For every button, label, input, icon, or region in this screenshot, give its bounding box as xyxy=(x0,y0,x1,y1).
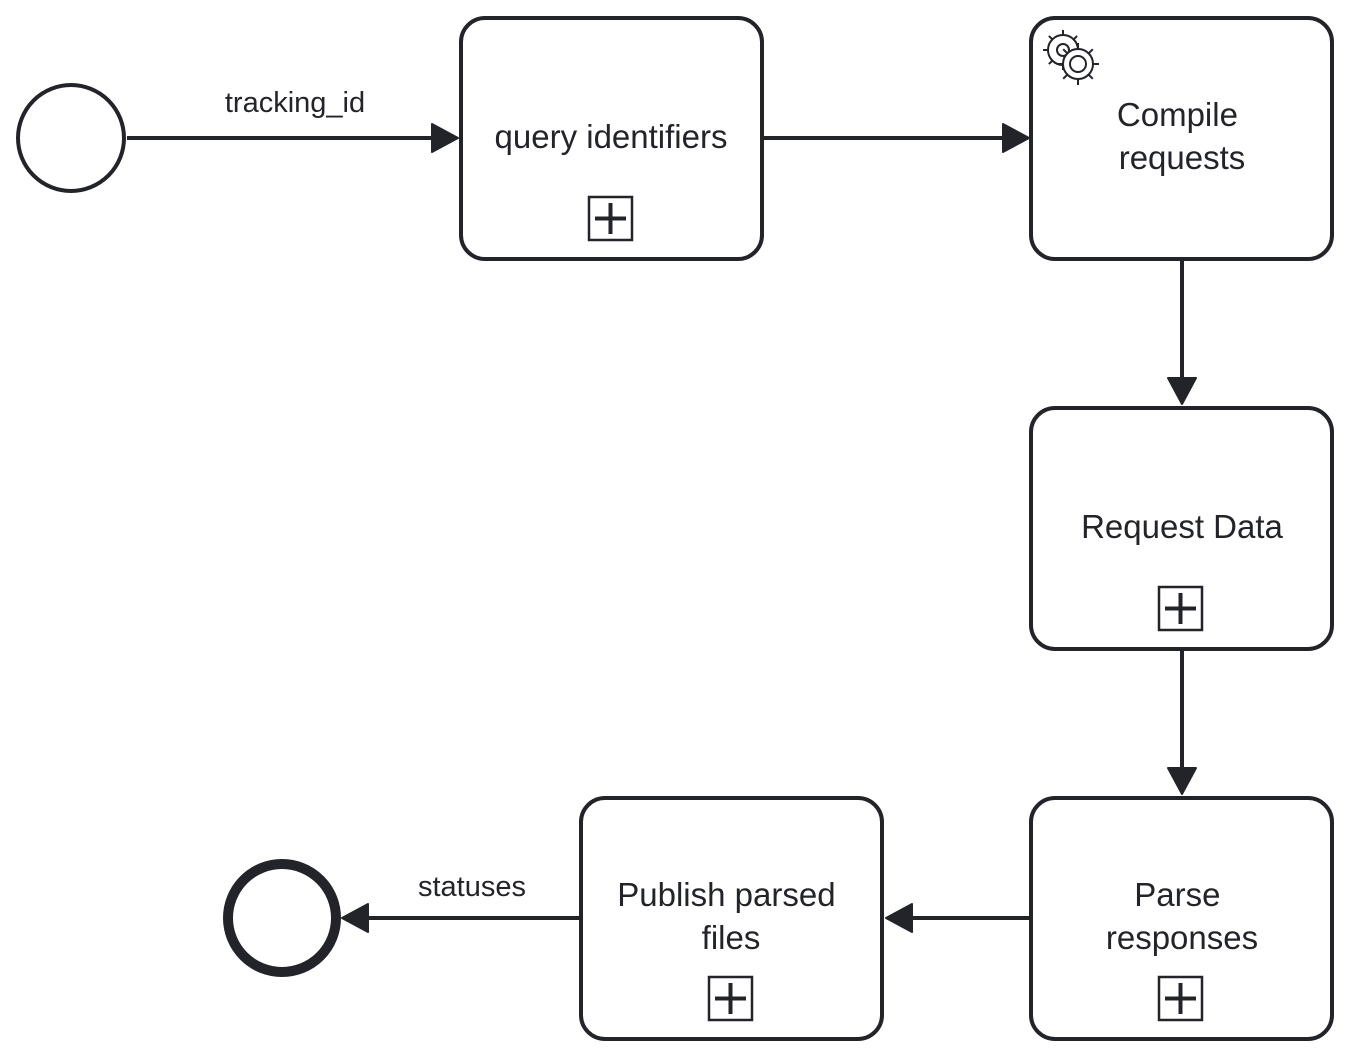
task-label-line: files xyxy=(702,919,761,956)
arrowhead-start-to-query xyxy=(431,123,459,153)
arrowhead-compile-to-request xyxy=(1167,377,1197,405)
task-label-line: Parse xyxy=(1134,876,1220,913)
end-event[interactable] xyxy=(223,859,341,977)
arrowhead-publish-to-end xyxy=(341,903,369,933)
task-label: Compile requests xyxy=(1117,96,1247,176)
task-compile-requests[interactable]: Compile requests xyxy=(1029,16,1334,261)
sequence-flows xyxy=(127,123,1197,933)
task-publish-parsed-files[interactable]: Publish parsed files xyxy=(579,796,884,1041)
subprocess-marker-icon[interactable] xyxy=(587,195,634,242)
task-label: Parse responses xyxy=(1106,876,1258,956)
task-query-identifiers[interactable]: query identifiers xyxy=(459,16,764,261)
flow-label-statuses: statuses xyxy=(418,871,526,903)
arrowhead-parse-to-publish xyxy=(885,903,913,933)
task-label: query identifiers xyxy=(495,118,728,155)
task-parse-responses[interactable]: Parse responses xyxy=(1029,796,1334,1041)
arrowhead-query-to-compile xyxy=(1002,123,1030,153)
subprocess-marker-icon[interactable] xyxy=(707,975,754,1022)
task-label-line: responses xyxy=(1106,919,1258,956)
start-event[interactable] xyxy=(16,83,126,193)
task-label-line: requests xyxy=(1119,139,1246,176)
task-label-line: Request Data xyxy=(1081,508,1283,545)
flow-label-tracking-id: tracking_id xyxy=(225,87,365,119)
task-label-line: Publish parsed xyxy=(617,876,835,913)
task-label: Request Data xyxy=(1081,508,1283,545)
arrowhead-request-to-parse xyxy=(1167,767,1197,795)
subprocess-marker-icon[interactable] xyxy=(1157,975,1204,1022)
task-label-line: Compile xyxy=(1117,96,1238,133)
subprocess-marker-icon[interactable] xyxy=(1157,585,1204,632)
task-label: Publish parsed files xyxy=(617,876,844,956)
gears-icon xyxy=(1043,30,1099,85)
task-label-line: query identifiers xyxy=(495,118,728,155)
task-request-data[interactable]: Request Data xyxy=(1029,406,1334,651)
